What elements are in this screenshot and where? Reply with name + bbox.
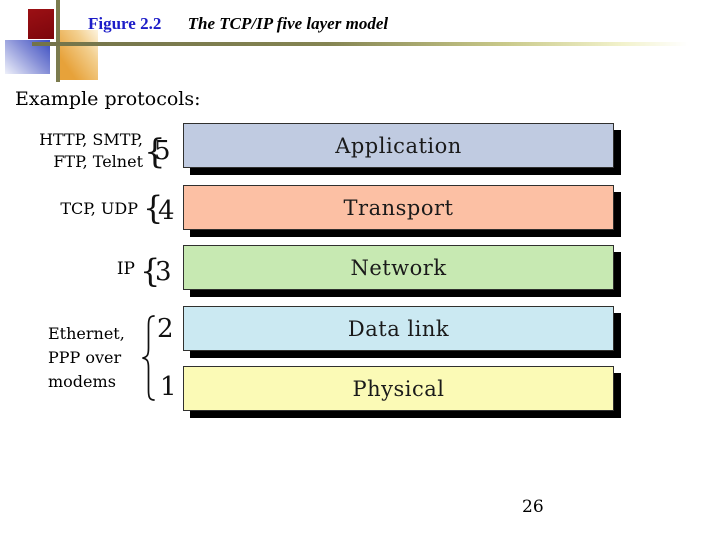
slide-title: Figure 2.2 The TCP/IP five layer model: [88, 14, 388, 34]
layer-number-3: 3: [155, 257, 172, 287]
protocol-line: IP: [116, 259, 135, 279]
brace-layers-2-1: [142, 315, 155, 401]
brace-layer-3: {: [140, 252, 161, 290]
layer-box-label: Application: [335, 133, 462, 158]
layer-box-application: Application: [183, 123, 614, 168]
layer-number-2: 2: [157, 314, 174, 344]
protocol-line: PPP over: [48, 348, 122, 367]
intro-heading: Example protocols:: [15, 88, 201, 110]
protocol-line: HTTP, SMTP,: [39, 130, 143, 149]
ornament-vertical-rule: [56, 0, 60, 82]
layer-box-transport: Transport: [183, 185, 614, 230]
protocol-line: TCP, UDP: [60, 199, 138, 218]
protocols-layer-3: IP: [28, 258, 135, 280]
layer-box-data-link: Data link: [183, 306, 614, 351]
protocols-layer-5: HTTP, SMTP, FTP, Telnet: [28, 129, 143, 173]
brace-layer-4: {: [143, 189, 164, 227]
figure-title: The TCP/IP five layer model: [187, 14, 389, 33]
protocols-layers-2-1: Ethernet, PPP over modems: [48, 322, 143, 394]
figure-label: Figure 2.2: [88, 14, 162, 33]
header-horizontal-rule: [32, 42, 688, 46]
protocol-line: Ethernet,: [48, 324, 125, 343]
protocol-line: FTP, Telnet: [53, 152, 143, 171]
page-number: 26: [522, 497, 544, 517]
brace-layer-5: {: [144, 132, 166, 172]
layer-box-label: Physical: [352, 376, 445, 401]
protocol-line: modems: [48, 372, 116, 391]
layer-number-1: 1: [160, 372, 177, 402]
layer-number-5: 5: [154, 136, 171, 166]
ornament-red-square: [28, 9, 54, 39]
layer-box-physical: Physical: [183, 366, 614, 411]
ornament-orange-square: [57, 30, 98, 80]
layer-number-4: 4: [158, 196, 175, 226]
layer-box-label: Network: [350, 255, 447, 280]
layer-box-label: Data link: [347, 316, 450, 341]
layer-box-network: Network: [183, 245, 614, 290]
protocols-layer-4: TCP, UDP: [28, 198, 138, 220]
layer-box-label: Transport: [343, 195, 454, 220]
